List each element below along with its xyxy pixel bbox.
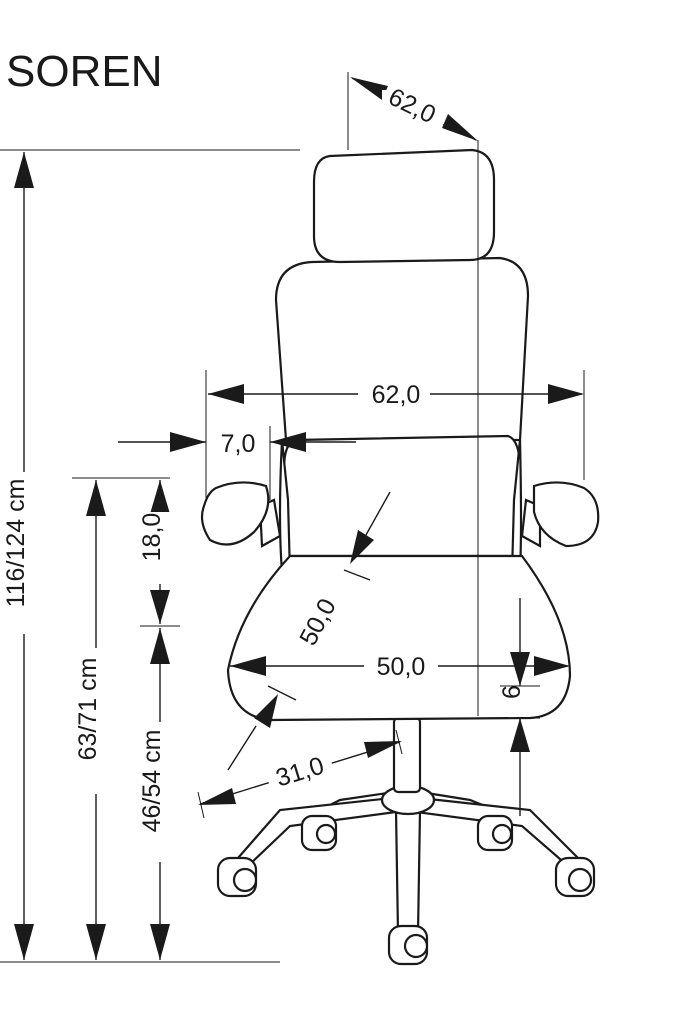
- dim-label-width: 62,0: [372, 381, 421, 409]
- dim-width: 62,0: [208, 378, 584, 410]
- dim-label-armrest-gap: 7,0: [221, 430, 256, 458]
- casters: [216, 814, 596, 966]
- gas-lift-column: [392, 716, 422, 794]
- dim-seat-thickness: 6: [498, 598, 540, 816]
- dim-base-radius: 31,0: [197, 729, 403, 819]
- caster-back-left: [300, 814, 338, 852]
- dim-seat-height: 46/54 cm: [138, 628, 178, 960]
- caster-front: [387, 924, 429, 966]
- dim-total-height: 116/124 cm: [2, 152, 42, 960]
- headrest: [312, 148, 496, 264]
- dim-label-seat-thickness: 6: [498, 685, 526, 699]
- dim-seat-depth: 50,0: [227, 491, 391, 771]
- dim-label-seat-height: 46/54 cm: [138, 730, 166, 833]
- caster-back-right: [476, 814, 514, 852]
- dim-armrest-height: 63/71 cm: [74, 480, 114, 960]
- dim-depth-top: 62,0: [350, 77, 478, 141]
- caster-left: [216, 856, 258, 898]
- dim-armrest-gap: 7,0: [118, 430, 356, 458]
- dim-backrest-seat: 18,0: [138, 480, 180, 624]
- armrest-right: [520, 481, 600, 548]
- chair-drawing: [200, 148, 600, 966]
- caster-right: [554, 856, 596, 898]
- dimension-lines: 62,0 62,0 7,0 18,0: [0, 72, 585, 963]
- dim-label-seat-width: 50,0: [377, 653, 426, 681]
- base-leg-front: [394, 808, 422, 936]
- lumbar-support: [282, 434, 522, 558]
- dim-label-armrest-height: 63/71 cm: [74, 658, 102, 761]
- dim-seat-width: 50,0: [230, 650, 570, 682]
- dim-label-total-height: 116/124 cm: [2, 479, 30, 608]
- product-title: SOREN: [6, 47, 162, 96]
- armrest-left: [200, 481, 282, 548]
- backrest: [274, 256, 530, 442]
- dim-label-backrest-seat: 18,0: [138, 513, 166, 562]
- chair-base: [236, 784, 580, 936]
